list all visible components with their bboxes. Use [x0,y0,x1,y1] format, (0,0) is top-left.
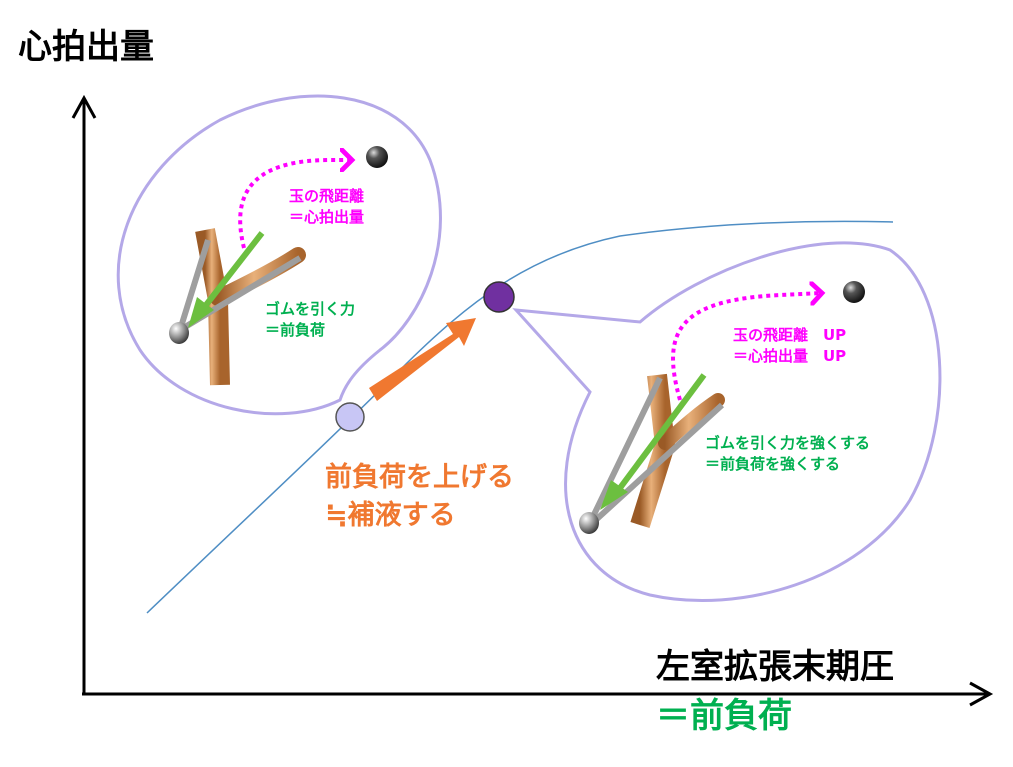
preload-arrow-label-line2: ≒補液する [325,500,456,531]
trajectory-left [238,160,352,249]
x-axis-title: 左室拡張末期圧 [656,647,894,687]
trajectory-right [671,293,822,401]
slingshot-left-icon [169,228,306,386]
ball-icon [366,146,388,168]
slingshot-right-icon [579,373,725,534]
x-axis [82,681,994,707]
preload-increase-arrow [369,318,476,401]
y-axis-title: 心拍出量 [18,27,154,67]
y-axis [71,94,97,694]
left-force-label-1: ゴムを引く力 [265,300,356,318]
pull-arrow-right [600,373,707,510]
right-force-label-1: ゴムを引く力を強くする [705,434,871,452]
right-ball-label-2: ＝心拍出量 UP [733,347,847,365]
left-ball-label-1: 玉の飛距離 [289,187,365,205]
left-ball-label-2: ＝心拍出量 [289,208,365,226]
left-force-label-2: ＝前負荷 [265,321,326,339]
point-high-preload [483,281,515,313]
speech-bubble-right [512,241,942,602]
ball-icon [843,281,865,303]
pull-arrow-left [188,231,265,328]
right-ball-label-1: 玉の飛距離 UP [733,326,847,344]
point-low-preload [335,402,365,432]
speech-bubble-left [116,94,442,416]
right-force-label-2: ＝前負荷を強くする [705,455,841,473]
preload-arrow-label-line1: 前負荷を上げる [325,462,514,493]
x-axis-subtitle: ＝前負荷 [656,696,792,736]
